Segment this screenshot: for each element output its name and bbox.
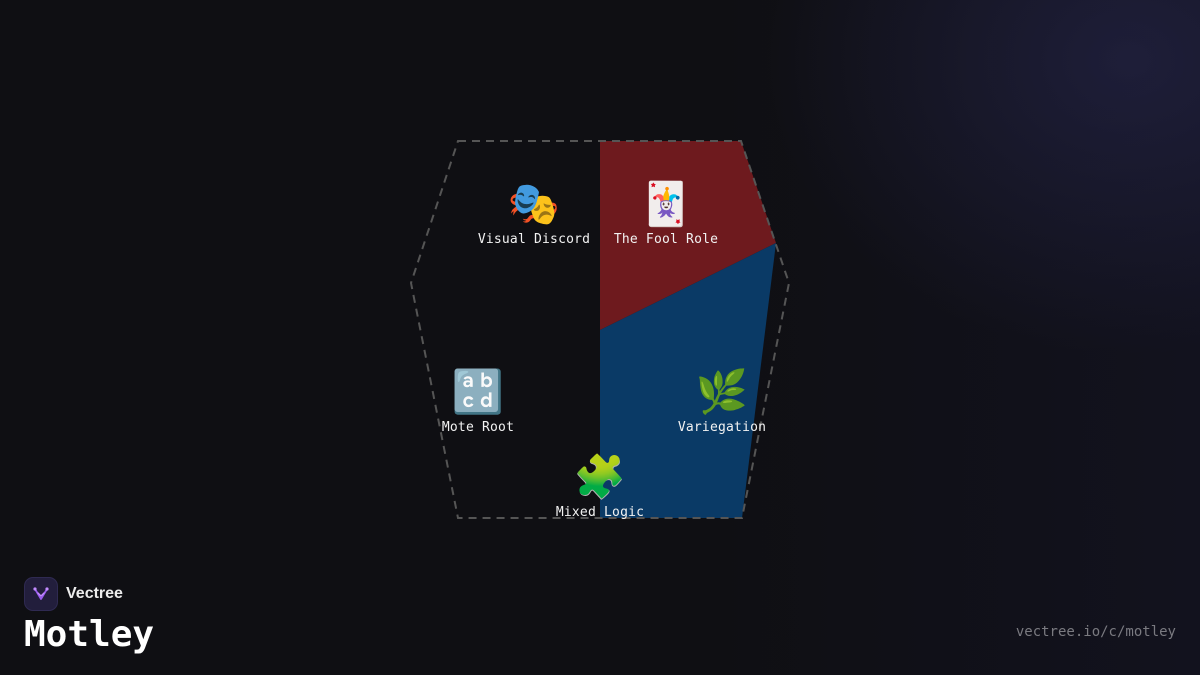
node-label: Variegation [677,420,767,435]
vectree-logo-glyph [33,587,49,600]
red-region [600,141,776,330]
node-mote-root[interactable]: 🔡 Mote Root [442,367,514,436]
node-label: Mote Root [441,420,515,435]
node-label: Visual Discord [477,232,591,247]
node-label: The Fool Role [613,232,719,247]
page-url[interactable]: vectree.io/c/motley [1015,624,1176,640]
joker-card-icon: 🃏 [639,179,693,228]
node-label: Mixed Logic [555,505,645,520]
puzzle-piece-icon: 🧩 [573,452,627,501]
herb-leaf-icon: 🌿 [695,367,749,416]
node-mixed-logic[interactable]: 🧩 Mixed Logic [556,452,644,521]
brand-block: Vectree Motley [24,577,154,657]
abcd-letters-icon: 🔡 [451,367,505,416]
vectree-logo-icon[interactable] [24,577,58,611]
node-visual-discord[interactable]: 🎭 Visual Discord [478,179,590,248]
page-title: Motley [24,614,155,655]
node-the-fool-role[interactable]: 🃏 The Fool Role [614,179,718,248]
performing-arts-masks-icon: 🎭 [507,179,561,228]
blue-region [600,243,776,518]
brand-name: Vectree [66,585,123,602]
hexagon-outline [409,140,791,519]
brand-row: Vectree [24,577,154,611]
node-variegation[interactable]: 🌿 Variegation [678,367,766,436]
